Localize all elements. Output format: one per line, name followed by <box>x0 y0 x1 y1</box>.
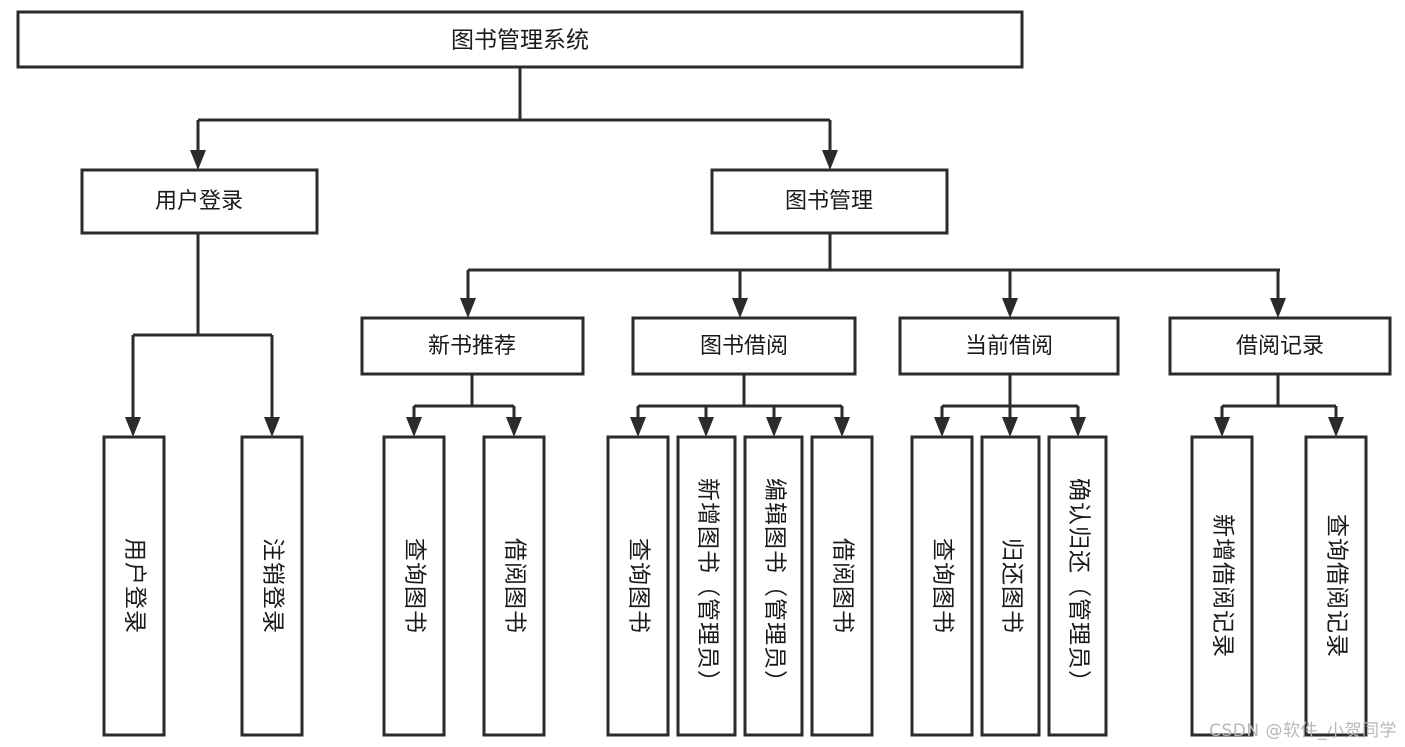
leaf-current-borrow-3-label: 确认归还（管理员） <box>1066 478 1092 694</box>
leaf-current-borrow-2-box[interactable] <box>980 435 1041 737</box>
node-user-login[interactable]: 用户登录 <box>80 168 319 235</box>
node-borrow-record-box[interactable] <box>1168 316 1392 376</box>
node-current-borrow-box[interactable] <box>898 316 1120 376</box>
leaf-user-login-1-box[interactable] <box>102 435 166 737</box>
leaf-current-borrow-2-label: 归还图书 <box>999 538 1025 634</box>
leaf-book-borrow-2-box[interactable] <box>676 435 737 737</box>
leaf-borrow-record-1[interactable]: 新增借阅记录 <box>1190 435 1254 737</box>
node-borrow-record-label: 借阅记录 <box>1236 334 1324 359</box>
node-new-book-recommend-label: 新书推荐 <box>428 334 516 359</box>
leaf-user-login-2[interactable]: 注销登录 <box>240 435 304 737</box>
arrow-head-user-login <box>190 150 206 170</box>
arrow-head-user-login-child-2 <box>264 417 280 437</box>
leaf-current-borrow-1-label: 查询图书 <box>930 538 956 634</box>
leaf-current-borrow-3[interactable]: 确认归还（管理员） <box>1047 435 1108 737</box>
leaf-current-borrow-1[interactable]: 查询图书 <box>910 435 974 737</box>
leaf-current-borrow-3-box[interactable] <box>1047 435 1108 737</box>
leaf-new-book-2-box[interactable] <box>482 435 546 737</box>
node-book-manage-box[interactable] <box>710 168 949 235</box>
leaf-new-book-2[interactable]: 借阅图书 <box>482 435 546 737</box>
leaf-borrow-record-2-label: 查询借阅记录 <box>1324 514 1350 658</box>
node-new-book-recommend[interactable]: 新书推荐 <box>360 316 585 376</box>
node-book-manage-label: 图书管理 <box>785 189 873 214</box>
leaf-book-borrow-2[interactable]: 新增图书（管理员） <box>676 435 737 737</box>
leaf-user-login-1-label: 用户登录 <box>122 538 148 634</box>
leaf-book-borrow-1[interactable]: 查询图书 <box>606 435 670 737</box>
leaf-new-book-1-box[interactable] <box>382 435 446 737</box>
leaf-book-borrow-1-label: 查询图书 <box>626 538 652 634</box>
leaf-user-login-2-box[interactable] <box>240 435 304 737</box>
arrow-head-book-borrow-leaf-3 <box>766 417 782 437</box>
leaf-book-borrow-4[interactable]: 借阅图书 <box>810 435 874 737</box>
leaf-book-borrow-4-label: 借阅图书 <box>830 538 856 634</box>
leaf-book-borrow-3-label: 编辑图书（管理员） <box>762 478 788 694</box>
arrow-head-new-book-leaf-2 <box>506 417 522 437</box>
arrow-head-book-borrow-leaf-4 <box>834 417 850 437</box>
leaf-book-borrow-3-box[interactable] <box>743 435 804 737</box>
node-book-borrow-label: 图书借阅 <box>700 334 788 359</box>
arrow-head-book-borrow-leaf-1 <box>630 417 646 437</box>
leaf-new-book-2-label: 借阅图书 <box>502 538 528 634</box>
node-book-borrow-box[interactable] <box>631 316 857 376</box>
leaf-user-login-1[interactable]: 用户登录 <box>102 435 166 737</box>
node-current-borrow[interactable]: 当前借阅 <box>898 316 1120 376</box>
leaf-current-borrow-1-box[interactable] <box>910 435 974 737</box>
arrow-head-new-book-leaf-1 <box>406 417 422 437</box>
leaf-user-login-2-label: 注销登录 <box>260 538 286 634</box>
node-root-box[interactable] <box>16 10 1024 69</box>
arrow-head-current-borrow-leaf-3 <box>1070 417 1086 437</box>
leaf-borrow-record-1-box[interactable] <box>1190 435 1254 737</box>
node-borrow-record[interactable]: 借阅记录 <box>1168 316 1392 376</box>
leaf-borrow-record-1-label: 新增借阅记录 <box>1210 514 1236 658</box>
leaf-borrow-record-2[interactable]: 查询借阅记录 <box>1304 435 1368 737</box>
leaf-book-borrow-4-box[interactable] <box>810 435 874 737</box>
leaf-current-borrow-2[interactable]: 归还图书 <box>980 435 1041 737</box>
arrow-head-new-book <box>460 298 476 318</box>
leaf-book-borrow-1-box[interactable] <box>606 435 670 737</box>
node-user-login-label: 用户登录 <box>155 189 243 214</box>
arrow-head-borrow-record-leaf-2 <box>1328 417 1344 437</box>
node-root[interactable]: 图书管理系统 <box>16 10 1024 69</box>
arrow-head-current-borrow-leaf-1 <box>934 417 950 437</box>
arrow-head-book-borrow-leaf-2 <box>698 417 714 437</box>
leaf-new-book-1-label: 查询图书 <box>402 538 428 634</box>
arrow-head-book-manage <box>822 150 838 170</box>
node-new-book-recommend-box[interactable] <box>360 316 585 376</box>
leaf-book-borrow-3[interactable]: 编辑图书（管理员） <box>743 435 804 737</box>
connector-group <box>125 67 1344 437</box>
leaf-borrow-record-2-box[interactable] <box>1304 435 1368 737</box>
arrow-head-book-borrow <box>732 298 748 318</box>
leaf-new-book-1[interactable]: 查询图书 <box>382 435 446 737</box>
node-book-manage[interactable]: 图书管理 <box>710 168 949 235</box>
arrow-head-current-borrow <box>1002 298 1018 318</box>
node-root-label: 图书管理系统 <box>451 28 589 54</box>
node-user-login-box[interactable] <box>80 168 319 235</box>
node-book-borrow[interactable]: 图书借阅 <box>631 316 857 376</box>
arrow-head-current-borrow-leaf-2 <box>1002 417 1018 437</box>
arrow-head-borrow-record-leaf-1 <box>1214 417 1230 437</box>
leaf-book-borrow-2-label: 新增图书（管理员） <box>695 478 721 694</box>
arrow-head-user-login-child-1 <box>125 417 141 437</box>
arrow-head-borrow-record <box>1270 298 1286 318</box>
node-current-borrow-label: 当前借阅 <box>965 334 1053 359</box>
